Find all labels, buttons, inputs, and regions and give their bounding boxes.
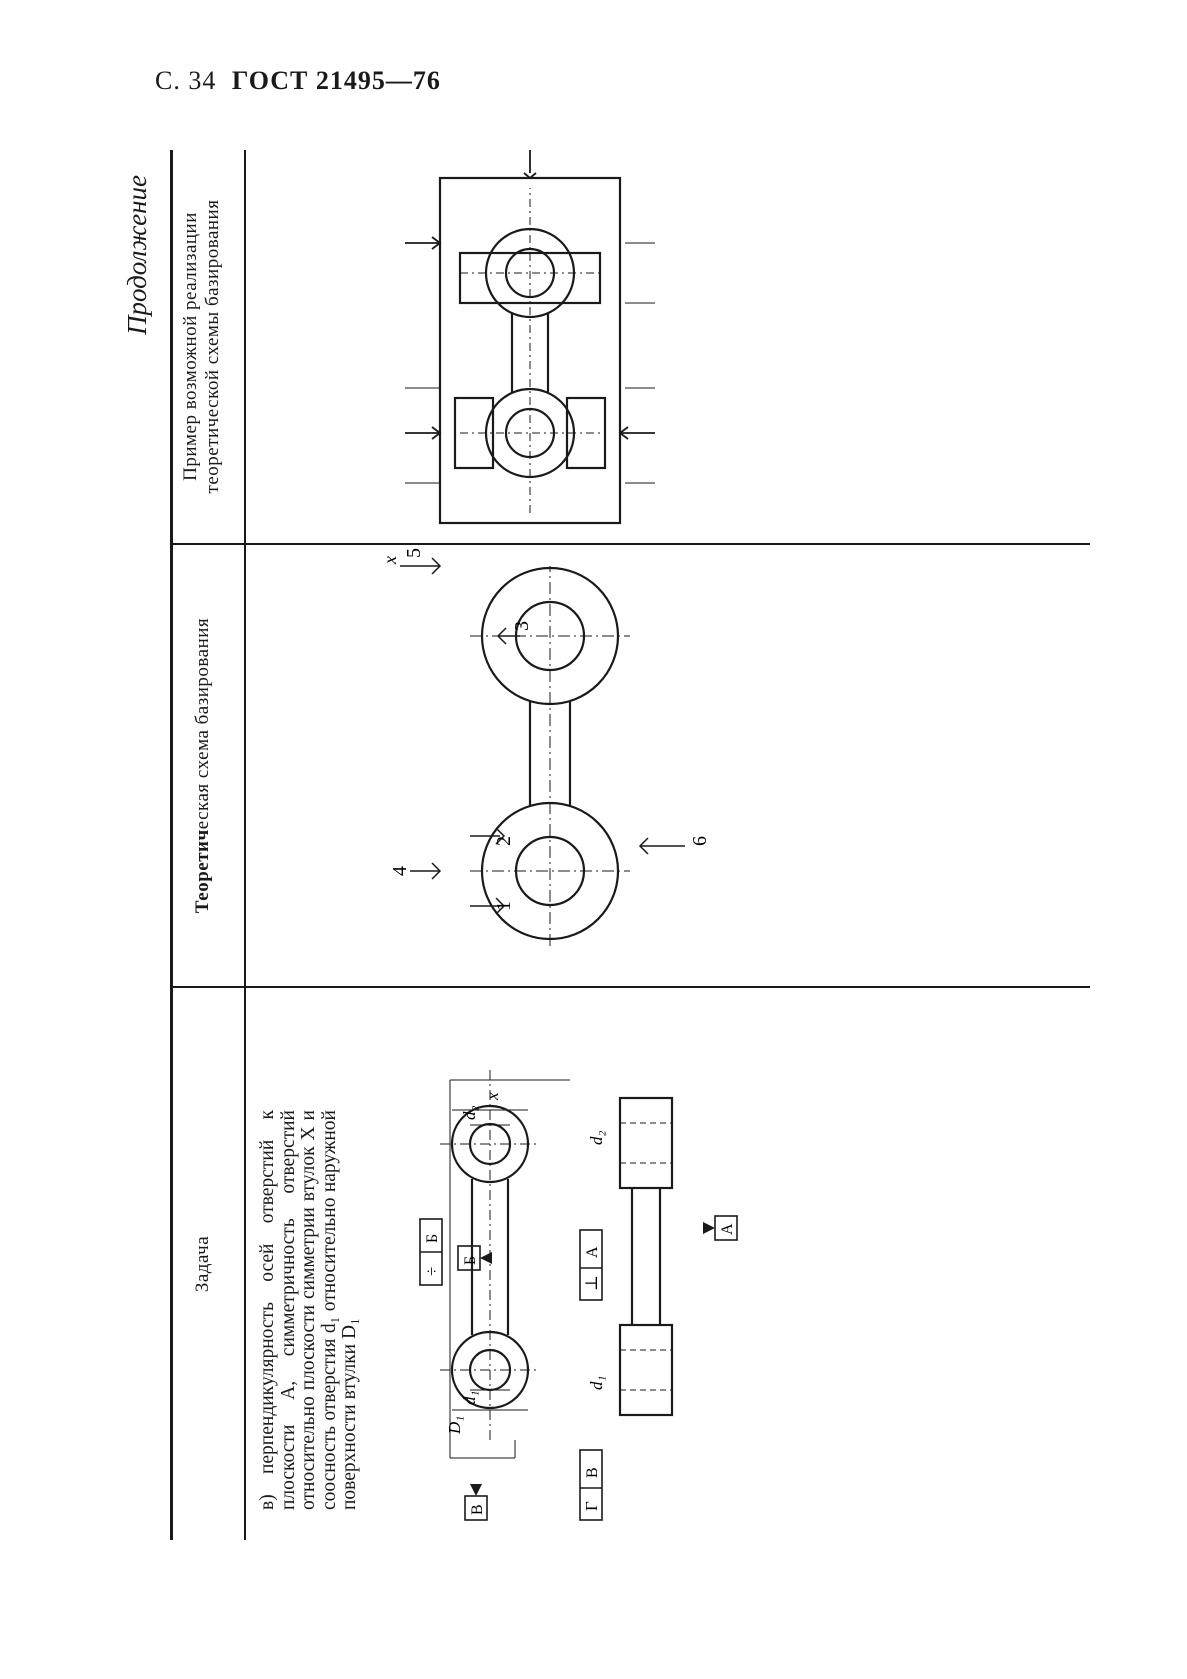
side-left-boss (618, 1323, 674, 1417)
scheme-drawing: 1 2 3 4 5 6 x (380, 548, 711, 946)
scheme-axis-x: x (380, 556, 400, 565)
frame-perp-symbol: ⊥ (582, 1275, 601, 1291)
dim-d2-side: d₂ (587, 1131, 606, 1146)
frame-sym-symbol: ÷ (422, 1267, 441, 1276)
scheme-point-5: 5 (403, 548, 425, 558)
table-header-rule (244, 150, 246, 1540)
datum-A-letter: А (719, 1223, 736, 1235)
datum-V-letter: В (469, 1504, 486, 1515)
frame-coax-symbol: Г (582, 1501, 601, 1511)
scheme-point-6: 6 (689, 836, 711, 846)
dim-d1-side: d₁ (587, 1376, 606, 1390)
scheme-point-1: 1 (493, 901, 515, 911)
task-description: в) перпендикулярность осей отверстий к п… (257, 1110, 360, 1510)
page-header: С. 34 ГОСТ 21495—76 (155, 66, 441, 96)
datum-B-letter: Б (462, 1256, 479, 1265)
dim-D1: D₁ (445, 1416, 464, 1435)
scheme-point-3: 3 (511, 621, 533, 631)
table-top-rule (170, 150, 173, 1540)
rotated-table: Продолжение Задача Теоретическая схема б… (122, 150, 1100, 1540)
scheme-point-4: 4 (389, 866, 411, 876)
dim-d2-top: d₂ (460, 1106, 479, 1121)
frame-perp-datum: А (584, 1246, 601, 1258)
axis-x-label: x (483, 1092, 502, 1101)
side-right-boss (618, 1096, 674, 1190)
task-drawing: D₁ d₁ d₂ x ÷ Б Б В А (419, 1070, 738, 1521)
frame-sym-datum: Б (424, 1234, 441, 1243)
frame-coax-datum: В (584, 1467, 601, 1478)
standard-number: ГОСТ 21495—76 (231, 66, 441, 95)
column-header-scheme: Теоретическая схема базирования (192, 617, 213, 914)
dim-d1-top: d₁ (460, 1391, 479, 1405)
column-header-task: Задача (192, 1235, 213, 1293)
column-header-example: Пример возможной реализации теоретическо… (180, 199, 223, 494)
page-number: С. 34 (155, 66, 217, 95)
continuation-label: Продолжение (122, 174, 152, 335)
fixture-drawing (405, 150, 655, 525)
scheme-point-2: 2 (493, 836, 515, 846)
